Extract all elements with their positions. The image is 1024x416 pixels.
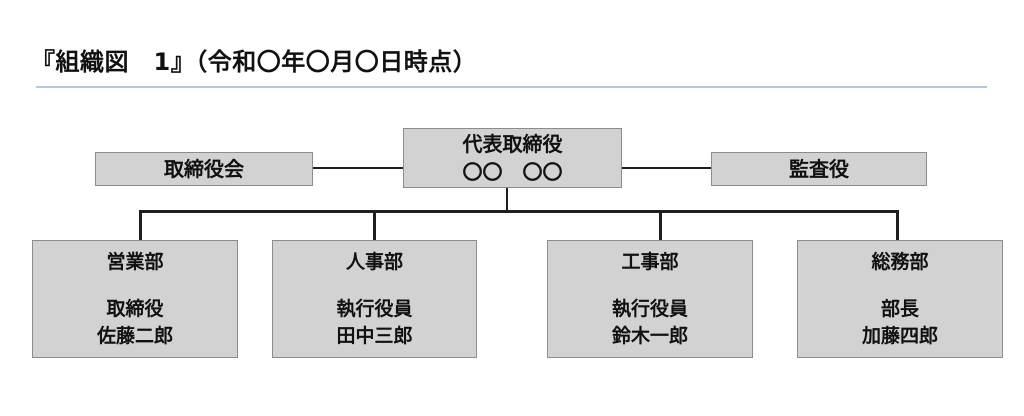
president-title: 代表取締役: [462, 132, 563, 156]
title-rule: [36, 86, 987, 88]
org-node-dept-hr: 人事部 執行役員 田中三郎: [272, 240, 477, 358]
dept-role: 執行役員: [336, 298, 413, 320]
dept-person: 加藤四郎: [861, 325, 938, 347]
org-node-board: 取締役会: [95, 152, 313, 186]
org-node-dept-construction: 工事部 執行役員 鈴木一郎: [547, 240, 753, 358]
connector-drop-sales: [139, 210, 142, 240]
dept-role: 執行役員: [611, 298, 688, 320]
connector-board-president: [313, 167, 403, 169]
connector-horizontal-bus: [139, 210, 899, 213]
dept-name: 総務部: [871, 251, 929, 273]
org-node-auditor: 監査役: [711, 152, 927, 186]
org-node-president: 代表取締役 〇〇 〇〇: [403, 128, 622, 188]
dept-name: 人事部: [345, 251, 403, 273]
page-title: 『組織図 1』（令和〇年〇月〇日時点）: [31, 48, 478, 76]
connector-drop-general-affairs: [896, 210, 899, 240]
connector-president-stem: [506, 188, 508, 211]
dept-person: 鈴木一郎: [611, 325, 688, 347]
org-node-dept-sales: 営業部 取締役 佐藤二郎: [32, 240, 238, 358]
auditor-label: 監査役: [789, 157, 849, 181]
dept-name: 営業部: [106, 251, 164, 273]
connector-president-auditor: [622, 167, 711, 169]
org-node-dept-general-affairs: 総務部 部長 加藤四郎: [797, 240, 1003, 358]
connector-drop-construction: [659, 210, 662, 240]
dept-role: 取締役: [106, 298, 164, 320]
dept-role: 部長: [880, 298, 919, 320]
dept-person: 田中三郎: [336, 325, 413, 347]
dept-name: 工事部: [621, 251, 679, 273]
board-label: 取締役会: [164, 157, 244, 181]
connector-drop-hr: [373, 210, 376, 240]
dept-person: 佐藤二郎: [96, 325, 173, 347]
president-name: 〇〇 〇〇: [462, 160, 563, 184]
